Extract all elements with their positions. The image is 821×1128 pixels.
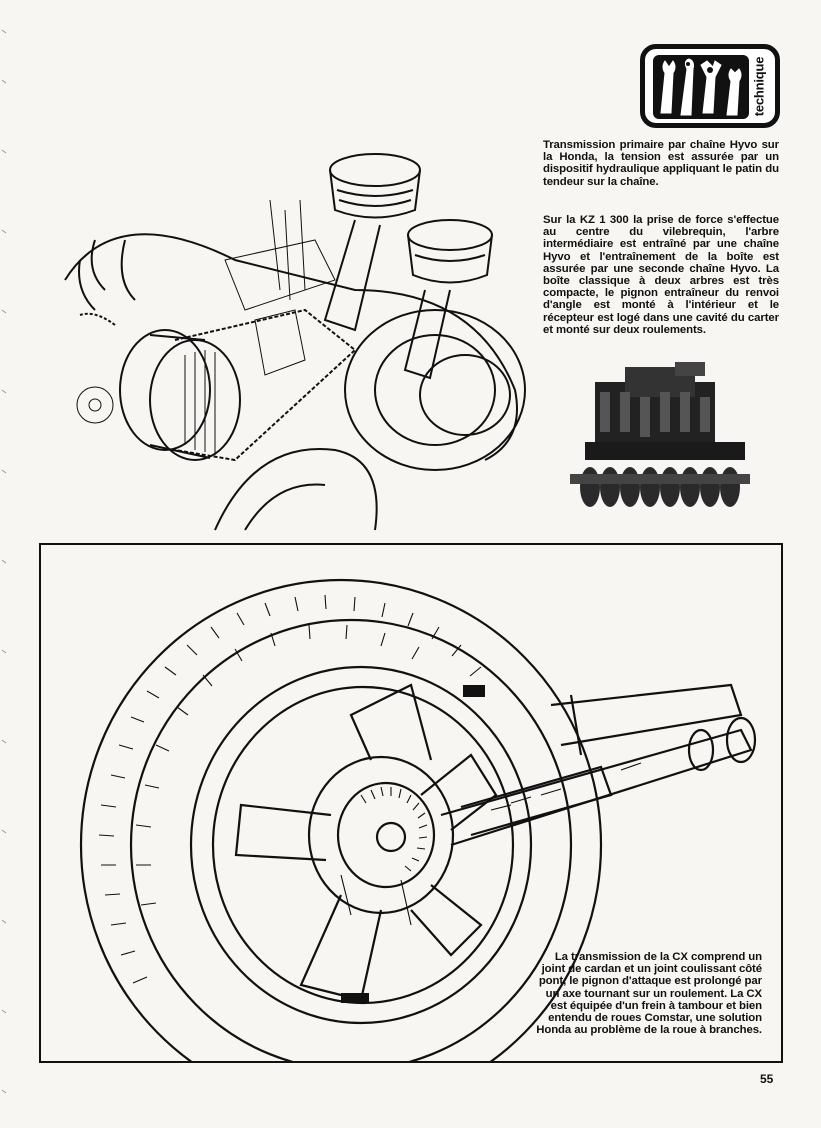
badge-label: technique (751, 56, 767, 116)
badge-label-box: technique (746, 53, 772, 119)
cx-illustration-frame: La transmission de la CX comprend un joi… (39, 543, 783, 1063)
cx-rear-wheel-illustration (79, 578, 757, 1061)
engine-cutaway-illustration (64, 153, 526, 531)
page-number: 55 (760, 1072, 774, 1086)
caption-cx-transmission: La transmission de la CX comprend un joi… (536, 951, 762, 1037)
gearbox-photo (565, 362, 755, 514)
technique-badge: technique (640, 44, 780, 128)
wrench-tools-icon (653, 55, 749, 119)
caption-kz1300: Sur la KZ 1 300 la prise de force s'effe… (543, 214, 779, 336)
caption-primary-chain: Transmission primaire par chaîne Hyvo su… (543, 139, 779, 188)
margin-marks (1, 29, 7, 1094)
